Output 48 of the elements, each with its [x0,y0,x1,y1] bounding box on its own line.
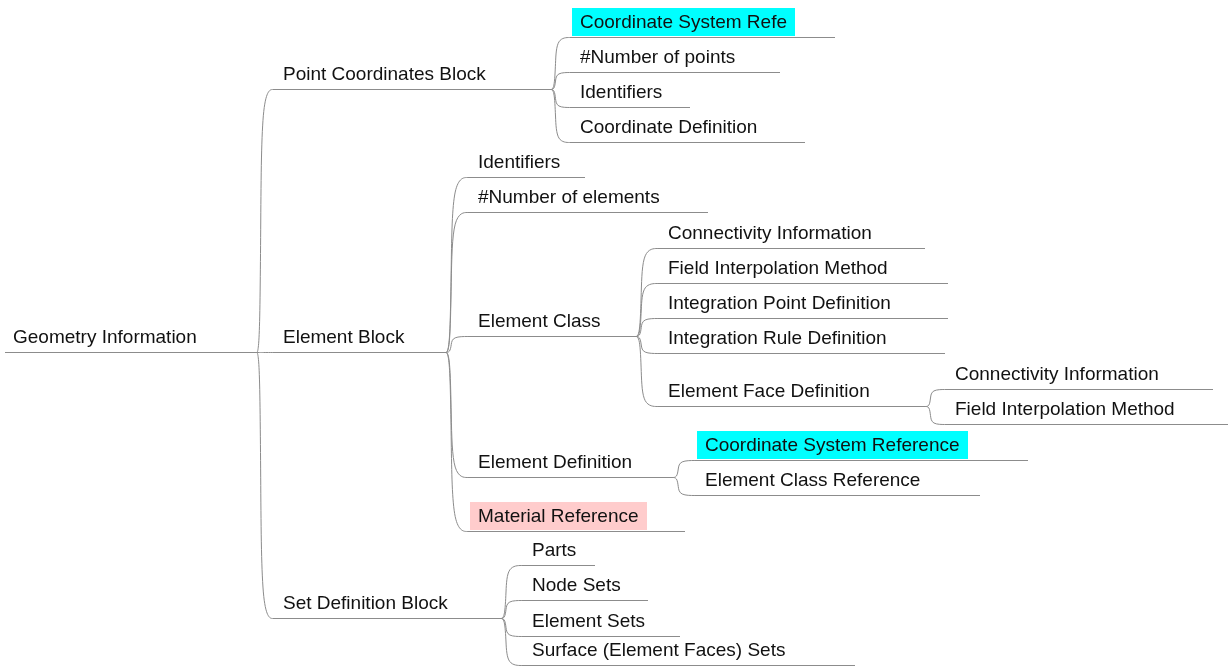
topic-label: Coordinate Definition [579,115,759,139]
topic-label: Connectivity Information [954,362,1160,386]
connector-line [924,406,948,425]
topic-label: Identifiers [579,80,664,104]
topic-label: Element Block [282,325,406,349]
topic-node [572,7,835,38]
connector-line [549,72,573,90]
topic-label: Connectivity Information [667,221,873,245]
topic-label: #Number of elements [477,185,661,209]
connector-line [255,352,276,619]
topic-label: Integration Rule Definition [667,326,888,350]
connector-line [634,336,661,354]
topic-label: Integration Point Definition [667,291,892,315]
topic-label: Field Interpolation Method [667,256,889,280]
connector-line [634,283,661,337]
connector-line [549,89,573,108]
connector-line [444,352,471,532]
topic-label: Parts [531,538,578,562]
topic-label: Point Coordinates Block [282,62,487,86]
connector-line [255,352,276,353]
topic-label: Field Interpolation Method [954,397,1176,421]
connector-line [671,477,698,496]
topic-label: Coordinate System Reference [697,431,968,459]
connector-line [444,212,471,353]
connector-line [255,89,276,353]
connector-line [634,248,661,337]
topic-node [697,430,1028,461]
connector-line [549,37,573,90]
topic-label: Element Definition [477,450,634,474]
topic-label: Identifiers [477,150,562,174]
topic-label: Surface (Element Faces) Sets [531,638,787,662]
topic-label: Element Sets [531,609,646,633]
topic-label: Material Reference [470,502,647,530]
connector-line [499,565,525,619]
topic-label: Element Class Reference [704,468,922,492]
topic-label: Coordinate System Refe [572,8,795,36]
topic-label: Set Definition Block [282,591,449,615]
connector-line [634,336,661,407]
connector-line [924,389,948,407]
connector-line [549,89,573,143]
topic-label: Node Sets [531,573,622,597]
connector-line [499,618,525,666]
topic-label: #Number of points [579,45,737,69]
topic-label: Geometry Information [12,325,198,349]
topic-node [470,501,685,532]
topic-label: Element Class [477,309,602,333]
topic-label: Element Face Definition [667,379,871,403]
connector-line [444,336,471,353]
